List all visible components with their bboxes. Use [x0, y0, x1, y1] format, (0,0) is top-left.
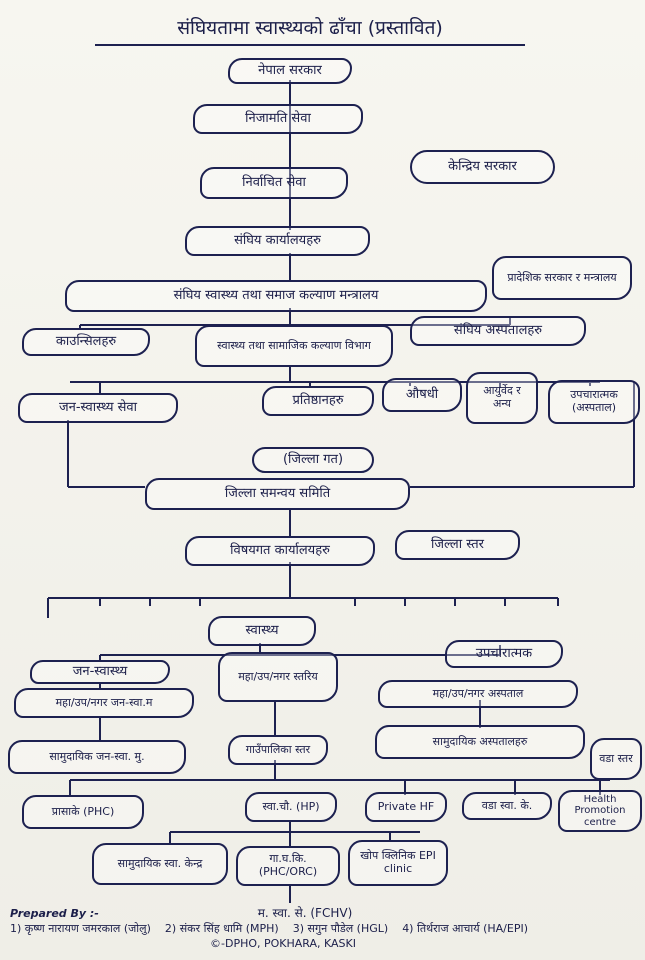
prepared-by-label: Prepared By :- [10, 907, 99, 920]
node-municipal-level: महा/उप/नगर स्तरिय [218, 652, 338, 702]
node-ward-health-centre: वडा स्वा. के. [462, 792, 552, 820]
node-councils: काउन्सिलहरु [22, 328, 150, 356]
node-health-post: स्वा.चौ. (HP) [245, 792, 337, 822]
node-federal-ministry: संघिय स्वास्थ्य तथा समाज कल्याण मन्त्राल… [65, 280, 487, 312]
node-municipal-hospital: महा/उप/नगर अस्पताल [378, 680, 578, 708]
node-curative-hospital: उपचारात्मक (अस्पताल) [548, 380, 640, 424]
node-health: स्वास्थ्य [208, 616, 316, 646]
node-subject-offices: विषयगत कार्यालयहरु [185, 536, 375, 566]
node-municipal-public-health: महा/उप/नगर जन-स्वा.म [14, 688, 194, 718]
node-community-public-health: सामुदायिक जन-स्वा. मु. [8, 740, 186, 774]
node-phc: प्रासाके (PHC) [22, 795, 144, 829]
node-public-health: जन-स्वास्थ्य [30, 660, 170, 684]
node-community-hospitals: सामुदायिक अस्पतालहरु [375, 725, 585, 759]
preparer-1: 1) कृष्ण नारायण जमरकाल (जोलु) [10, 921, 151, 935]
node-medicine: औषधी [382, 378, 462, 412]
node-district-level-caption: (जिल्ला गत) [252, 447, 374, 473]
node-fchv: म. स्वा. से. (FCHV) [257, 906, 353, 921]
node-district-tier: जिल्ला स्तर [395, 530, 520, 560]
node-department: स्वास्थ्य तथा सामाजिक कल्याण विभाग [195, 325, 393, 367]
node-nepal-government: नेपाल सरकार [228, 58, 352, 84]
node-provincial-government: प्रादेशिक सरकार र मन्त्रालय [492, 256, 632, 300]
node-outreach-clinic: गा.घ.कि. (PHC/ORC) [236, 846, 340, 886]
preparer-3: 3) सगुन पौडेल (HGL) [292, 921, 389, 935]
node-private-hf: Private HF [365, 792, 447, 822]
node-ward-level: वडा स्तर [590, 738, 642, 780]
preparer-4: 4) तिर्थराज आचार्य (HA/EPI) [402, 921, 528, 935]
node-federal-hospitals: संघिय अस्पतालहरु [410, 316, 586, 346]
node-epi-clinic: खोप क्लिनिक EPI clinic [348, 840, 448, 886]
credits: Prepared By :- 1) कृष्ण नारायण जमरकाल (ज… [10, 907, 640, 952]
node-institutions: प्रतिष्ठानहरु [262, 386, 374, 416]
node-federal-offices: संघिय कार्यालयहरु [185, 226, 370, 256]
page-title: संघियतामा स्वास्थ्यको ढाँचा (प्रस्तावित) [95, 10, 525, 46]
node-elected-service: निर्वाचित सेवा [200, 167, 348, 199]
node-public-health-service: जन-स्वास्थ्य सेवा [18, 393, 178, 423]
node-ayurveda: आयुर्वेद र अन्य [466, 372, 538, 424]
node-civil-service: निजामति सेवा [193, 104, 363, 134]
node-central-government: केन्द्रिय सरकार [410, 150, 555, 184]
preparer-2: 2) संकर सिंह धामि (MPH) [164, 921, 279, 935]
node-community-health-centre: सामुदायिक स्वा. केन्द्र [92, 843, 228, 885]
credits-place: ©-DPHO, POKHARA, KASKI [210, 936, 356, 950]
node-district-coordination-committee: जिल्ला समन्वय समिति [145, 478, 410, 510]
node-health-promotion-centre: Health Promotion centre [558, 790, 642, 832]
node-curative: उपचारात्मक [445, 640, 563, 668]
node-rural-municipality: गाउँपालिका स्तर [228, 735, 328, 765]
